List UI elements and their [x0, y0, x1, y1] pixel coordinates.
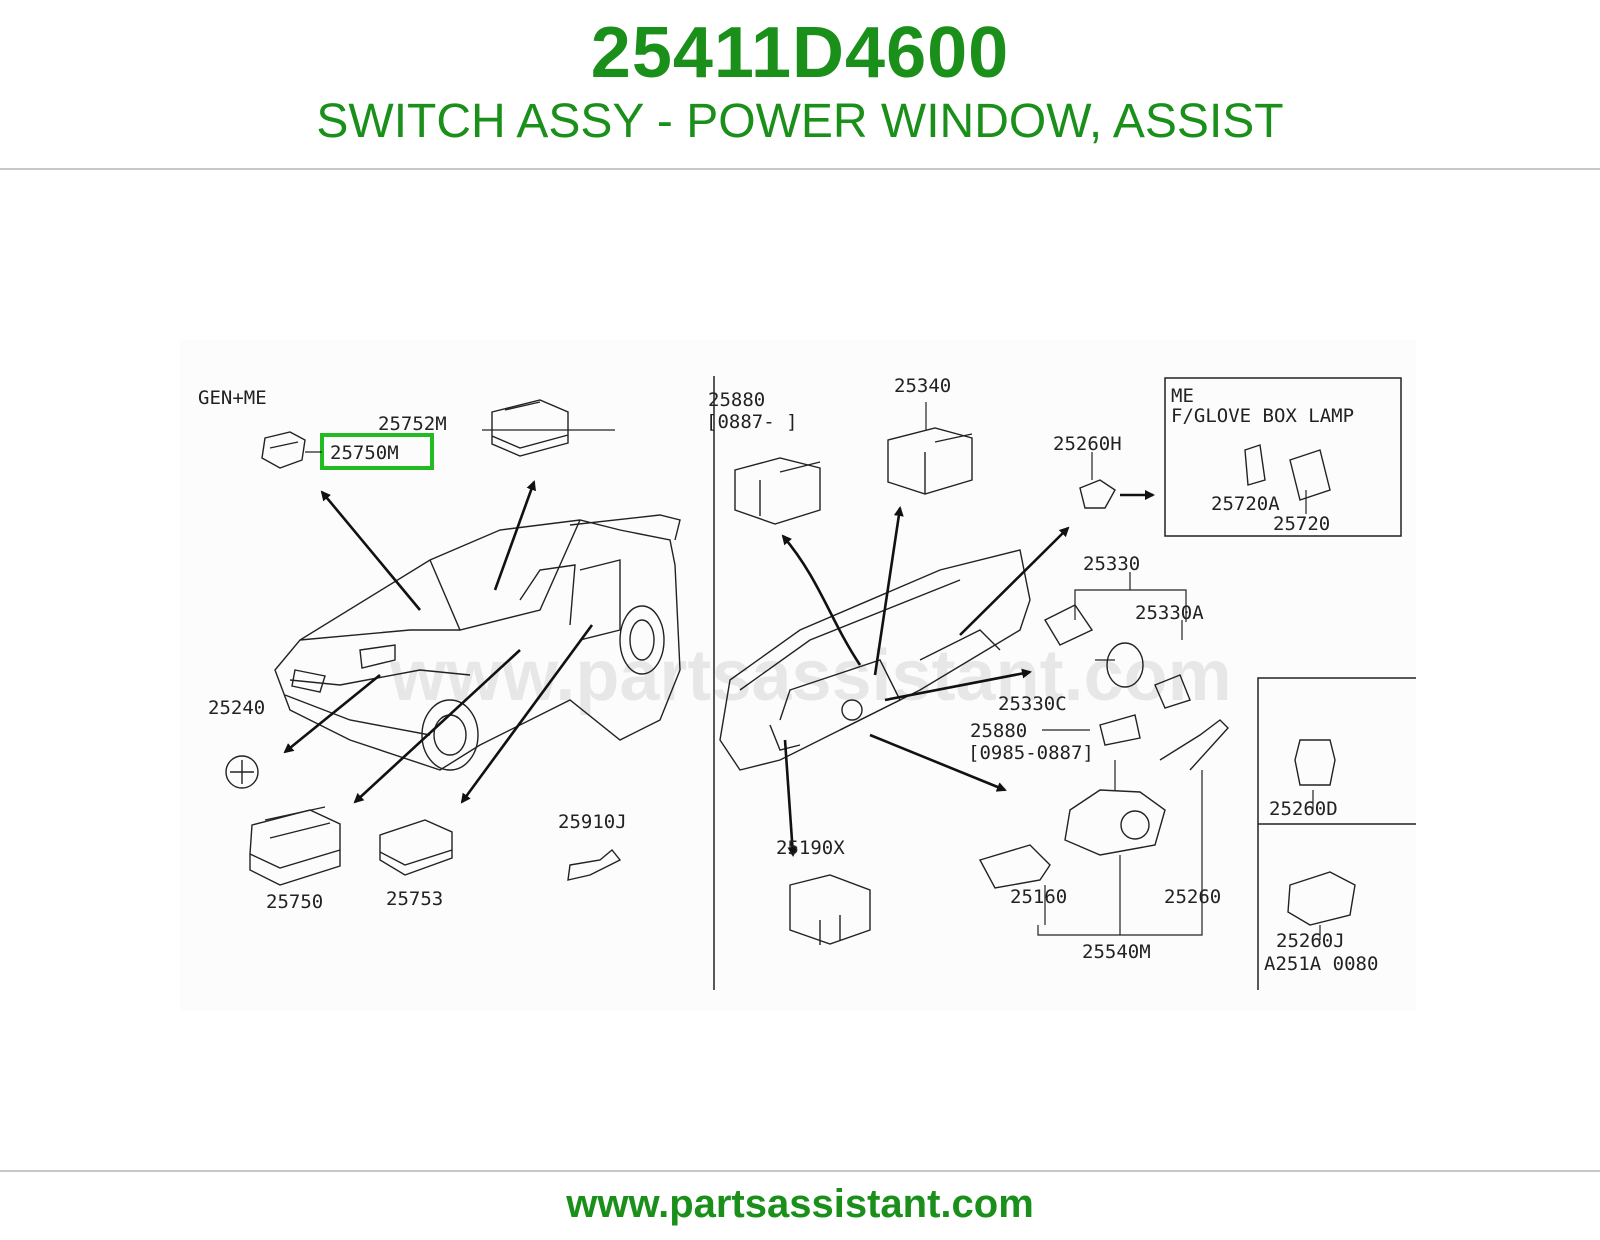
label-25880-a-range: [0887- ]	[706, 411, 798, 433]
label-25340: 25340	[894, 375, 951, 397]
label-25260d: 25260D	[1269, 798, 1338, 820]
label-glove-box-lamp: F/GLOVE BOX LAMP	[1171, 405, 1354, 427]
callout-arrows-right	[781, 490, 1155, 857]
label-25330c: 25330C	[998, 693, 1067, 715]
label-25880-b-range: [0985-0887]	[968, 742, 1094, 764]
label-25880-b: 25880	[970, 720, 1027, 742]
label-gen-me: GEN+ME	[198, 387, 267, 409]
parts-diagram-drawing: www.partsassistant.com	[198, 375, 1416, 990]
page-header: 25411D4600 SWITCH ASSY - POWER WINDOW, A…	[0, 0, 1600, 170]
label-25753: 25753	[386, 888, 443, 910]
label-25750m: 25750M	[330, 442, 399, 464]
label-me: ME	[1171, 385, 1194, 407]
part-number-title: 25411D4600	[590, 13, 1010, 93]
switch-parts-right	[734, 427, 1356, 945]
part-description: SWITCH ASSY - POWER WINDOW, ASSIST	[316, 95, 1284, 148]
label-25720: 25720	[1273, 513, 1330, 535]
label-25752m: 25752M	[378, 413, 447, 435]
footer-divider	[0, 1170, 1600, 1172]
footer-url-link[interactable]: www.partsassistant.com	[566, 1182, 1034, 1226]
label-25260j: 25260J	[1276, 930, 1345, 952]
label-ref-code: A251A 0080	[1264, 953, 1378, 975]
label-25240: 25240	[208, 697, 265, 719]
label-25750: 25750	[266, 891, 323, 913]
dashboard-illustration	[719, 549, 1031, 771]
label-25190x: 25190X	[776, 837, 845, 859]
label-25160: 25160	[1010, 886, 1067, 908]
label-25330: 25330	[1083, 553, 1140, 575]
label-25260: 25260	[1164, 886, 1221, 908]
label-25720a: 25720A	[1211, 493, 1280, 515]
watermark-text: www.partsassistant.com	[389, 636, 1232, 716]
callout-arrows-left	[283, 480, 594, 804]
label-25910j: 25910J	[558, 811, 627, 833]
glove-box-lamp-box	[1164, 377, 1402, 537]
header-divider	[0, 168, 1600, 170]
inset-divider-upper	[1257, 677, 1416, 990]
label-25260h: 25260H	[1053, 433, 1122, 455]
label-25540m: 25540M	[1082, 941, 1151, 963]
label-25880-a: 25880	[708, 389, 765, 411]
leader-lines-right	[925, 402, 1321, 940]
switch-parts-left	[225, 399, 622, 886]
parts-diagram: www.partsassistant.com	[180, 340, 1416, 1010]
label-25330a: 25330A	[1135, 602, 1204, 624]
truck-illustration	[274, 514, 681, 771]
